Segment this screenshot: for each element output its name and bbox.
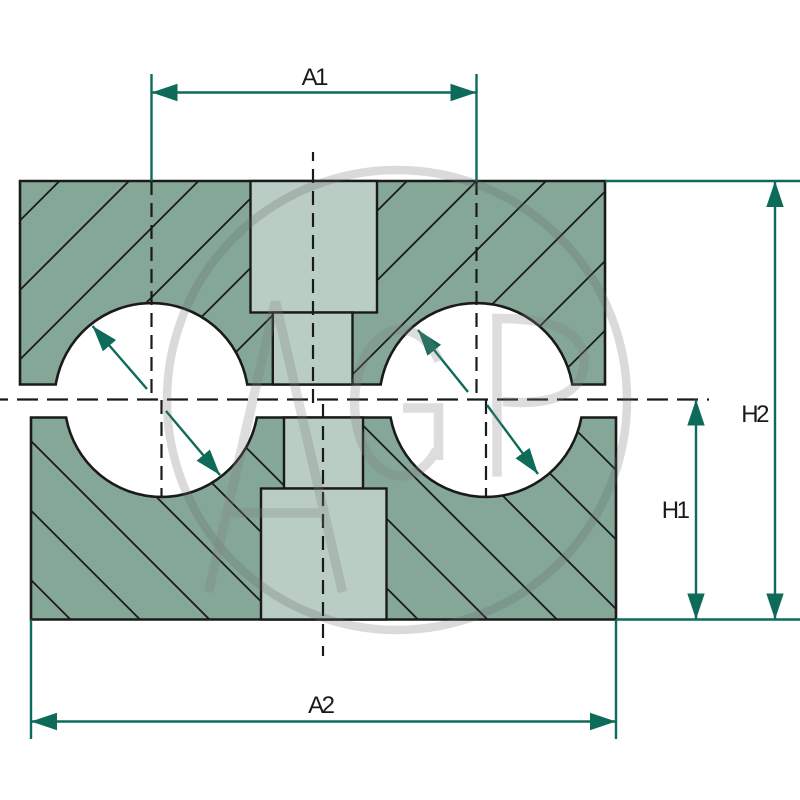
svg-text:H2: H2	[741, 401, 769, 428]
svg-text:A2: A2	[308, 692, 335, 719]
svg-text:A1: A1	[302, 64, 329, 91]
svg-text:H1: H1	[662, 497, 690, 524]
